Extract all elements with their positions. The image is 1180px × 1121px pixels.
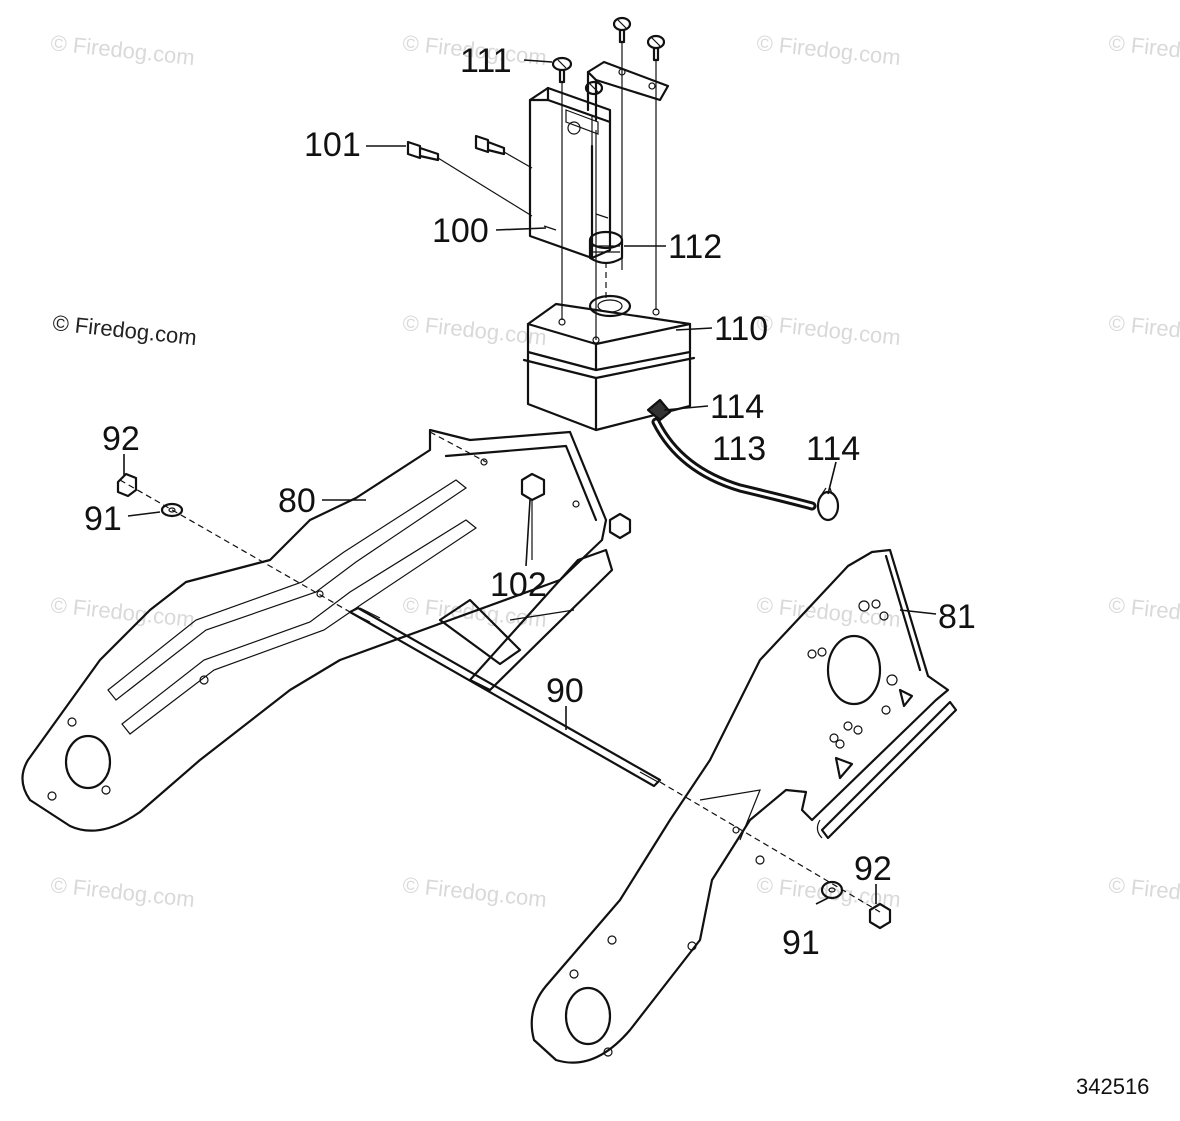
watermark: © Firedog.com	[49, 872, 195, 912]
axle-rod	[119, 431, 881, 913]
callout-80: 80	[278, 482, 316, 520]
callout-91: 91	[782, 924, 820, 962]
right-frame-plate	[530, 548, 958, 1064]
fuel-tank	[522, 294, 696, 432]
watermark: © Firedog.com	[1107, 310, 1180, 350]
watermark: © Firedog.com	[1107, 592, 1180, 632]
callout-labels: 111 101 100 112 110 114 113 114 92 91 80…	[84, 42, 976, 962]
watermark: © Firedog.com	[755, 30, 901, 70]
fuel-tank-bracket	[528, 86, 612, 260]
callout-90: 90	[546, 672, 584, 710]
watermark-dark: © Firedog.com	[51, 310, 197, 350]
tank-strap	[586, 60, 670, 122]
screw-111	[551, 16, 666, 96]
callout-111: 111	[460, 42, 512, 80]
watermark: © Firedog.com	[1107, 872, 1180, 912]
bolt-101	[406, 134, 506, 162]
watermark-layer: © Firedog.com © Firedog.com © Firedog.co…	[49, 30, 1180, 912]
left-frame-plate	[21, 428, 614, 832]
callout-114: 114	[806, 430, 860, 468]
leader-lines	[123, 59, 937, 905]
drawing-number: 342516	[1076, 1074, 1149, 1099]
watermark: © Firedog.com	[49, 30, 195, 70]
fuel-cap	[588, 230, 624, 265]
callout-92: 92	[854, 850, 892, 888]
watermark: © Firedog.com	[1107, 30, 1180, 70]
callout-110: 110	[714, 310, 768, 348]
callout-101: 101	[304, 126, 361, 164]
watermark: © Firedog.com	[401, 310, 547, 350]
callout-100: 100	[432, 212, 489, 250]
watermark: © Firedog.com	[401, 872, 547, 912]
callout-92: 92	[102, 420, 140, 458]
callout-102: 102	[490, 566, 547, 604]
callout-114: 114	[710, 388, 764, 426]
callout-113: 113	[712, 430, 766, 468]
alignment-lines	[437, 42, 657, 340]
watermark: © Firedog.com	[49, 592, 195, 632]
callout-91: 91	[84, 500, 122, 538]
left-nut-and-washer	[116, 472, 184, 518]
right-nut-and-washer	[820, 880, 892, 930]
callout-112: 112	[668, 228, 722, 266]
watermark: © Firedog.com	[755, 310, 901, 350]
watermark: © Firedog.com	[755, 592, 901, 632]
nut-102	[520, 472, 632, 560]
fuel-line	[646, 398, 840, 522]
callout-81: 81	[938, 598, 976, 636]
